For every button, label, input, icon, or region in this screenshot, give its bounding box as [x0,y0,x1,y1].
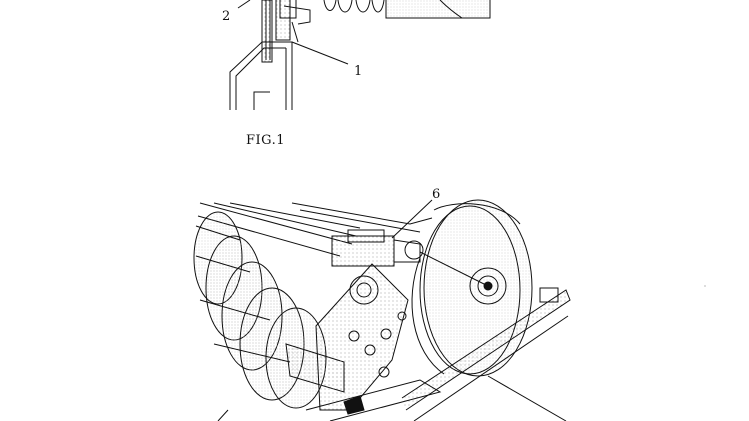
fig1-callout-2: 2 [222,9,230,24]
fig1-caption: FIG.1 [246,133,285,148]
fig2-drawing [193,199,571,421]
scan-speck [704,285,706,287]
fig1-drawing [229,0,491,110]
fig2-callout-6: 6 [432,187,440,202]
fig1-callout-1: 1 [354,64,362,79]
